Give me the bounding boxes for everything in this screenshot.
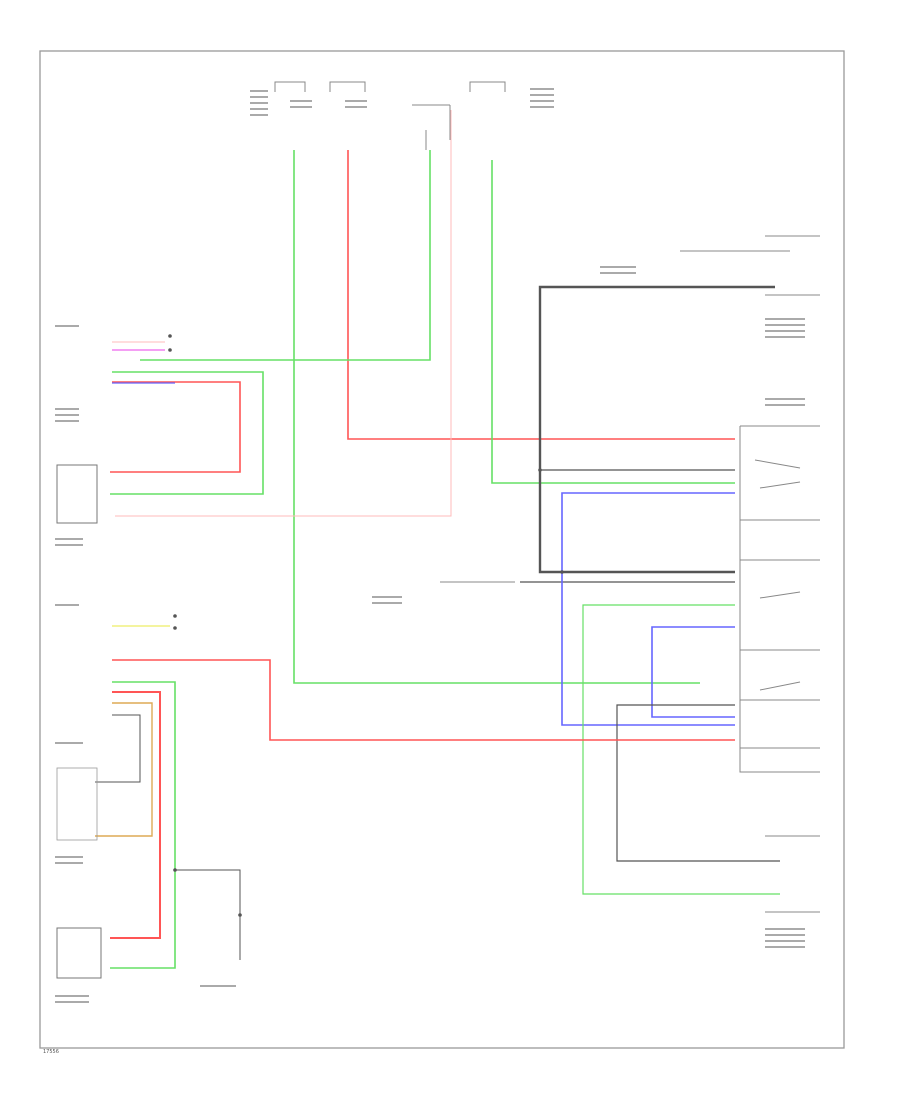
diagram-code: 17556	[43, 1049, 59, 1055]
wire-green-lower-right	[582, 604, 780, 895]
relay-block	[739, 425, 820, 773]
wire-green-left-sensor	[110, 371, 264, 495]
wire-black-lower-right	[616, 704, 780, 862]
wire-blue-upper	[561, 492, 735, 726]
wire-green-right-fuse	[491, 160, 735, 484]
wire-black-ground	[175, 869, 241, 960]
wires	[95, 110, 780, 969]
wire-black-lower-left	[95, 714, 141, 783]
label-marks	[55, 88, 805, 1003]
knock-sensor-box	[56, 927, 102, 979]
diagram-border	[39, 50, 845, 1049]
wire-green-fuse-left	[140, 150, 431, 361]
ect-sensor-box	[56, 767, 98, 841]
wire-red-lower-left	[110, 691, 161, 939]
wire-pink-thin	[115, 110, 452, 517]
wire-blue-lower	[651, 626, 735, 718]
upper-right-sensor	[680, 235, 820, 296]
junctions	[168, 334, 564, 917]
lower-right-sensor	[765, 835, 820, 913]
wire-red-left-sensor	[110, 381, 241, 473]
wire-green-lower-left	[110, 681, 176, 969]
wire-red-top	[347, 150, 735, 440]
af-pressure-sensor	[56, 464, 98, 524]
top-fuse-area	[274, 81, 506, 150]
wire-black-loop	[538, 285, 775, 574]
wire-red-lower	[112, 659, 735, 741]
wire-orange-lower-left	[95, 702, 153, 837]
wire-green-main	[293, 150, 700, 684]
